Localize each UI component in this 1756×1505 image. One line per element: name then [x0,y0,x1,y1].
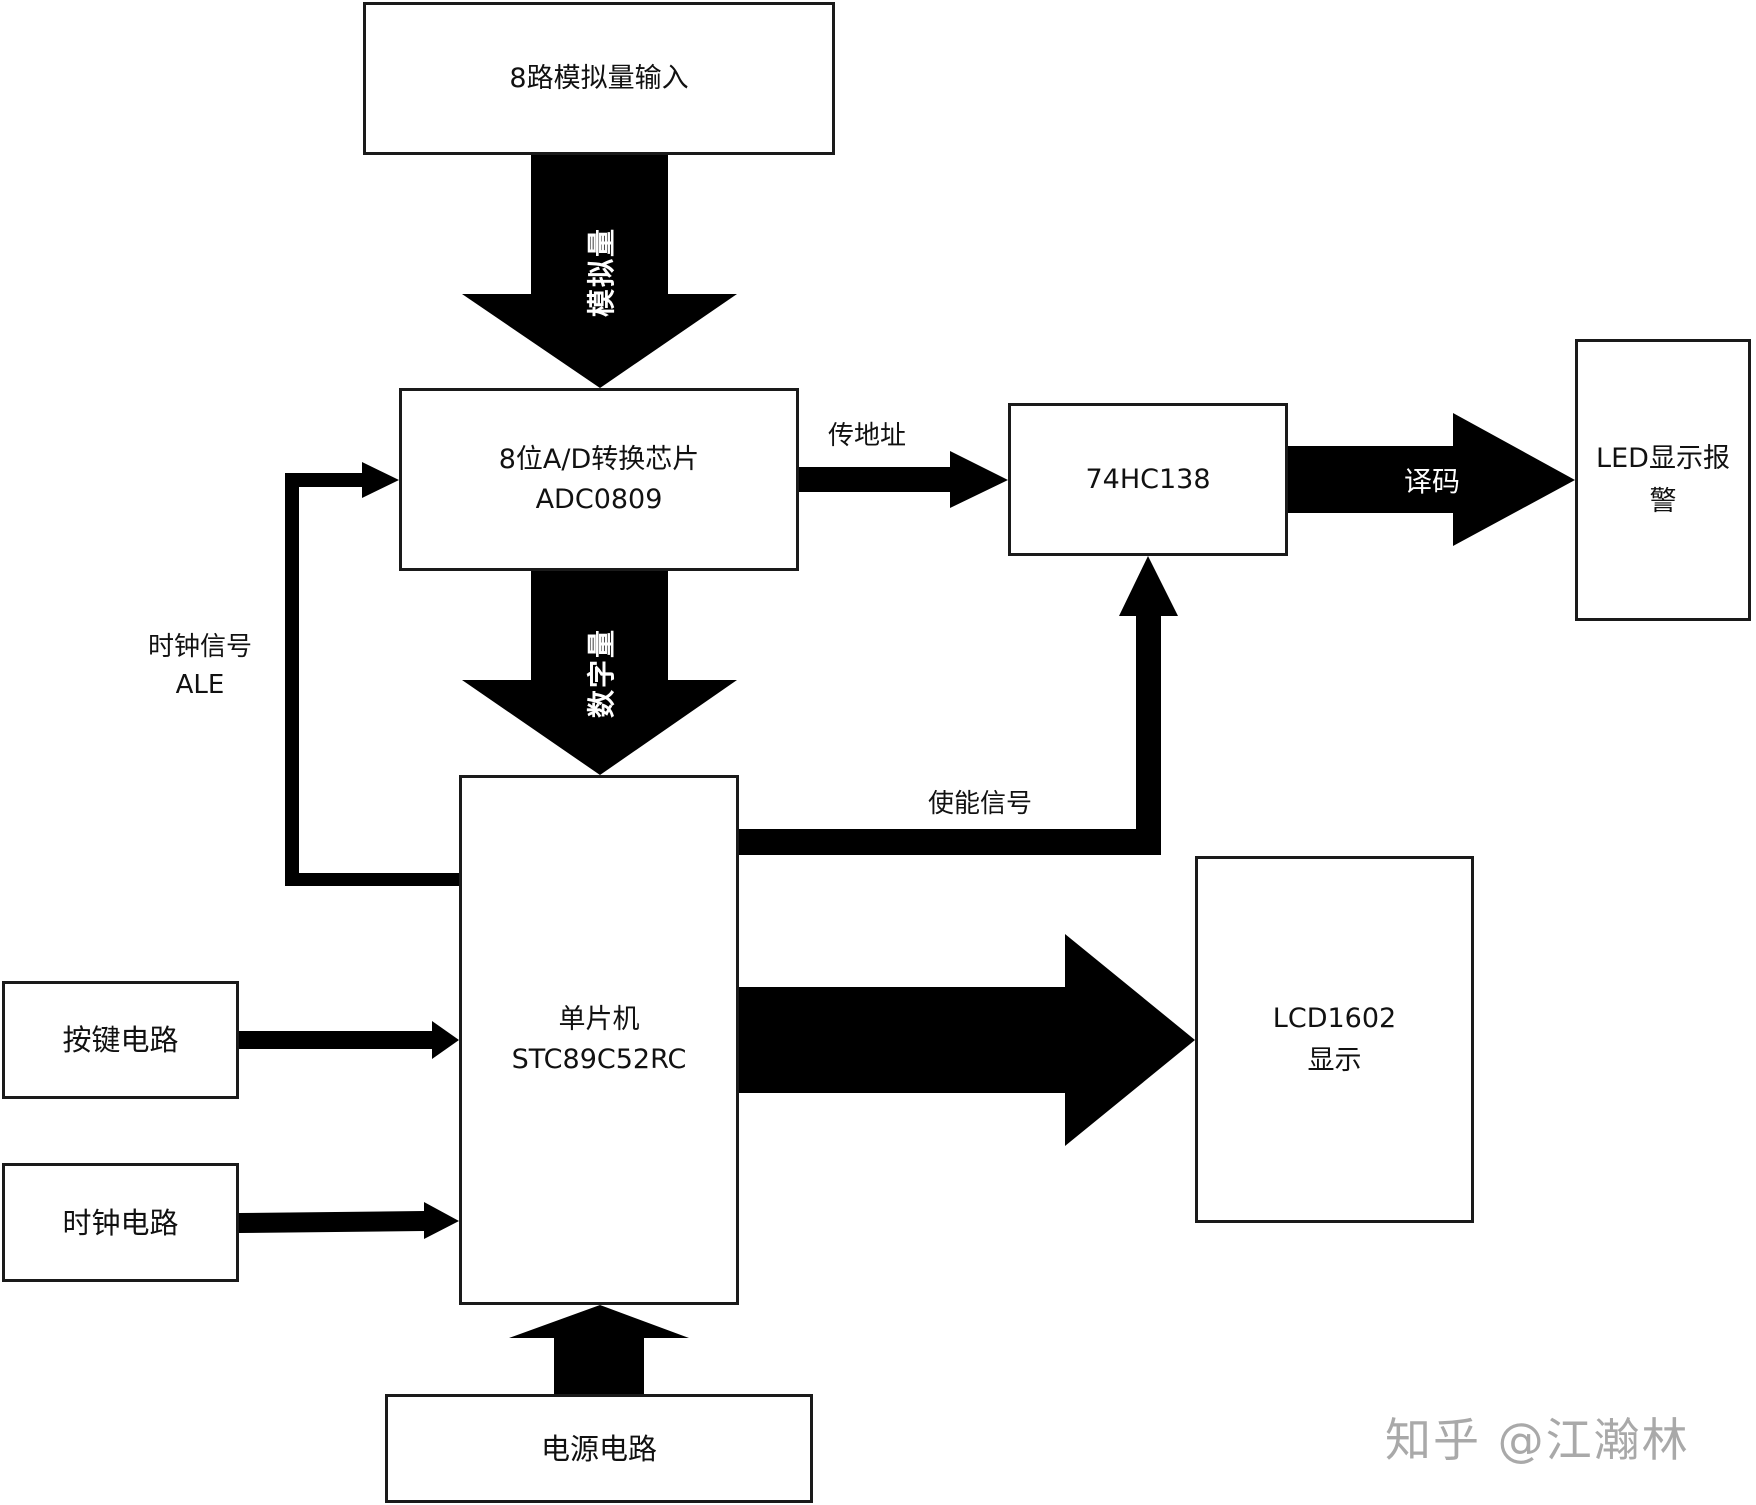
lcd-model: LCD1602 [1272,1002,1397,1034]
ale-label-line1: 时钟信号 [147,632,252,662]
digital-arrow [462,571,737,775]
enable-label: 使能信号 [928,789,1033,819]
clock-circuit-block: 时钟电路 [2,1163,239,1282]
keypad-block: 按键电路 [2,981,239,1099]
address-label: 传地址 [828,421,907,451]
enable-arrow [739,556,1178,855]
led-alarm-block: LED显示报 警 [1575,339,1751,621]
adc-title: 8位A/D转换芯片 [498,443,700,475]
power-block: 电源电路 [385,1394,813,1503]
lcd-block: LCD1602 显示 [1195,856,1474,1223]
adc-block: 8位A/D转换芯片 ADC0809 [399,388,799,571]
decode-arrow-label: 译码 [1403,465,1461,498]
mcu-title: 单片机 [558,1004,640,1035]
clock-circuit-label: 时钟电路 [62,1205,179,1240]
power-arrow [509,1305,689,1394]
led-label-line1: LED显示报 [1596,443,1730,474]
address-arrow [799,451,1008,508]
adc-model: ADC0809 [535,483,663,515]
mcu-model: STC89C52RC [511,1044,687,1075]
led-label-line2: 警 [1649,486,1677,517]
decoder-block: 74HC138 [1008,403,1288,556]
ale-label-line2: ALE [175,670,225,700]
keypad-label: 按键电路 [62,1023,179,1057]
keypad-arrow [239,1021,459,1059]
decoder-label: 74HC138 [1085,463,1211,495]
power-label: 电源电路 [540,1431,657,1466]
watermark: 知乎 @江瀚林 [1385,1413,1690,1467]
lcd-label: 显示 [1307,1044,1362,1076]
decode-arrow [1288,413,1575,546]
analog-arrow-label: 模拟量 [585,226,618,318]
mcu-block: 单片机 STC89C52RC [459,775,739,1305]
analog-arrow [462,155,737,388]
digital-arrow-label: 数字量 [585,627,618,719]
clock-circuit-arrow [239,1202,459,1239]
analog-input-block: 8路模拟量输入 [363,2,835,155]
analog-input-label: 8路模拟量输入 [509,62,689,94]
display-arrow [739,934,1195,1146]
